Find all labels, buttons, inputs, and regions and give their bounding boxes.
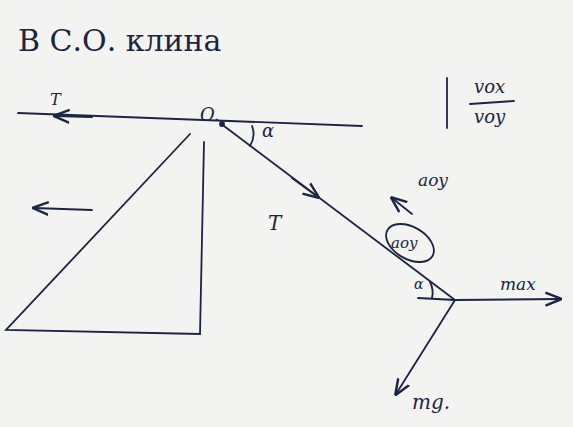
velocity-label: voy [474,108,505,126]
force-label: mg. [412,392,450,412]
tension-arrow [55,116,92,117]
force-label: T [268,213,281,233]
force-label: T [50,92,61,108]
force-arrow [455,299,560,300]
title: В С.О. клина [18,26,221,56]
acceleration-label: aoy [418,172,448,189]
string-line [224,126,455,300]
wedge-motion-arrow [34,208,92,210]
point-label: O. [200,106,219,124]
wedge [6,134,204,334]
reference-line [418,298,455,300]
force-arrow [396,300,455,394]
angle-label: α [414,277,423,291]
fraction-bar [470,101,514,104]
circle-mark [379,216,440,270]
angle-arc [430,282,433,298]
tension-arrow [292,178,318,197]
string-line [18,113,362,126]
angle-arc [250,126,254,146]
bracket [446,78,448,128]
acceleration-label: aoy [391,236,417,251]
force-label: max [500,276,536,293]
angle-label: α [262,122,274,140]
velocity-label: vox [474,78,505,96]
acceleration-arrow [392,198,412,214]
